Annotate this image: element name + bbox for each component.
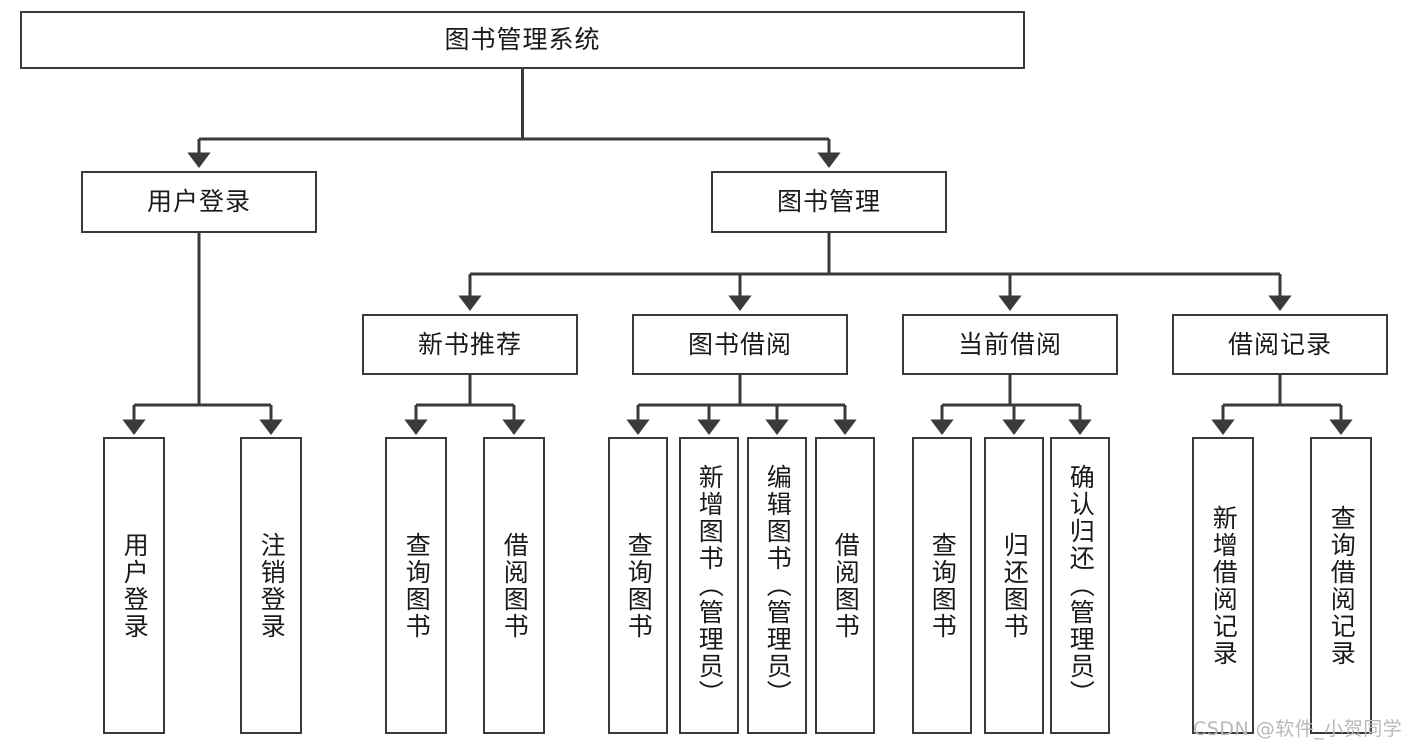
leaf-logout[interactable]: 注销登录 (240, 437, 302, 734)
csdn-watermark: CSDN @软件_小贺同学 (1193, 718, 1403, 740)
leaf-borrow-book-recommend[interactable]: 借阅图书 (483, 437, 545, 734)
node-book-borrow[interactable]: 图书借阅 (632, 314, 848, 375)
leaf-edit-book-admin[interactable]: 编辑图书（管理员） (747, 437, 807, 734)
node-book-borrow-label: 图书借阅 (687, 329, 792, 359)
leaf-query-book-borrow[interactable]: 查询图书 (608, 437, 668, 734)
node-root-label: 图书管理系统 (444, 25, 601, 55)
node-book-manage-label: 图书管理 (776, 187, 881, 217)
leaf-borrow-book[interactable]: 借阅图书 (815, 437, 875, 734)
leaf-borrow-book-recommend-label: 借阅图书 (500, 531, 530, 640)
node-root[interactable]: 图书管理系统 (20, 11, 1025, 69)
leaf-return-book-label: 归还图书 (1000, 531, 1030, 640)
leaf-confirm-return-admin-label: 确认归还（管理员） (1066, 464, 1096, 707)
node-borrow-record-label: 借阅记录 (1227, 329, 1332, 359)
leaf-query-book-recommend-label: 查询图书 (402, 531, 432, 640)
node-current-borrow[interactable]: 当前借阅 (902, 314, 1118, 375)
leaf-edit-book-admin-label: 编辑图书（管理员） (763, 464, 793, 707)
leaf-return-book[interactable]: 归还图书 (984, 437, 1044, 734)
leaf-query-borrow-record[interactable]: 查询借阅记录 (1310, 437, 1372, 734)
leaf-user-login-label: 用户登录 (120, 531, 150, 640)
leaf-add-book-admin[interactable]: 新增图书（管理员） (679, 437, 739, 734)
node-new-book-recommend[interactable]: 新书推荐 (362, 314, 578, 375)
node-new-book-recommend-label: 新书推荐 (417, 329, 522, 359)
leaf-confirm-return-admin[interactable]: 确认归还（管理员） (1050, 437, 1110, 734)
leaf-add-borrow-record-label: 新增借阅记录 (1209, 504, 1239, 667)
leaf-add-book-admin-label: 新增图书（管理员） (695, 464, 725, 707)
leaf-logout-label: 注销登录 (257, 531, 287, 640)
leaf-add-borrow-record[interactable]: 新增借阅记录 (1192, 437, 1254, 734)
node-user-login[interactable]: 用户登录 (81, 171, 317, 233)
node-current-borrow-label: 当前借阅 (957, 329, 1062, 359)
leaf-user-login[interactable]: 用户登录 (103, 437, 165, 734)
leaf-borrow-book-label: 借阅图书 (831, 531, 861, 640)
node-book-manage[interactable]: 图书管理 (711, 171, 947, 233)
leaf-query-book-current[interactable]: 查询图书 (912, 437, 972, 734)
leaf-query-book-borrow-label: 查询图书 (624, 531, 654, 640)
leaf-query-borrow-record-label: 查询借阅记录 (1327, 504, 1357, 667)
node-user-login-label: 用户登录 (146, 187, 251, 217)
node-borrow-record[interactable]: 借阅记录 (1172, 314, 1388, 375)
leaf-query-book-current-label: 查询图书 (928, 531, 958, 640)
leaf-query-book-recommend[interactable]: 查询图书 (385, 437, 447, 734)
